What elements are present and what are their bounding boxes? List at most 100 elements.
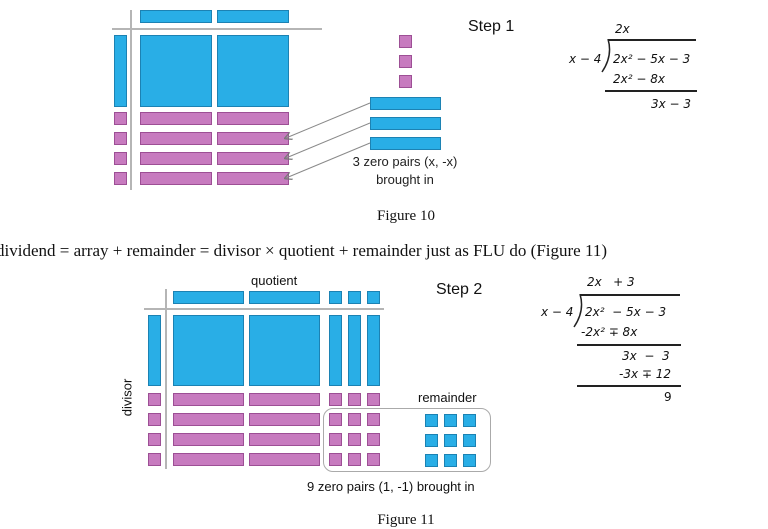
negative-unit-tile xyxy=(114,112,127,125)
annotation-line-2: brought in xyxy=(376,172,434,187)
figure-caption: Figure 10 xyxy=(377,208,435,224)
grid-line-vertical xyxy=(130,10,132,190)
subtraction-line xyxy=(605,90,697,92)
negative-unit-tile xyxy=(348,393,361,406)
dividend: 2x² − 5x − 3 xyxy=(613,52,691,66)
x-tile xyxy=(348,315,361,386)
negative-x-tile xyxy=(249,433,320,446)
negative-unit-tile xyxy=(367,413,380,426)
unit-tile xyxy=(463,434,476,447)
negative-unit-tile xyxy=(348,413,361,426)
negative-unit-tile xyxy=(114,172,127,185)
annotation-line-1: 3 zero pairs (x, -x) xyxy=(352,154,458,169)
unit-tile xyxy=(444,414,457,427)
x-tile xyxy=(329,315,342,386)
negative-unit-tile xyxy=(114,132,127,145)
division-bracket xyxy=(601,39,611,73)
negative-unit-tile xyxy=(348,453,361,466)
negative-unit-tile xyxy=(148,453,161,466)
divisor: x − 4 xyxy=(541,305,574,319)
x-tile xyxy=(140,10,212,23)
negative-x-tile xyxy=(173,433,244,446)
unit-tile xyxy=(425,454,438,467)
dividend: 2x² − 5x − 3 xyxy=(585,305,667,319)
negative-x-tile xyxy=(217,112,289,125)
negative-x-tile xyxy=(249,453,320,466)
grid-line-horizontal xyxy=(112,28,322,30)
negative-x-tile xyxy=(249,393,320,406)
quotient-label: quotient xyxy=(251,273,298,288)
figure-caption: Figure 11 xyxy=(377,512,435,528)
x-tile xyxy=(370,117,441,130)
division-bracket xyxy=(573,294,583,328)
negative-unit-tile xyxy=(329,393,342,406)
negative-x-tile xyxy=(249,413,320,426)
negative-x-tile xyxy=(173,453,244,466)
negative-unit-tile xyxy=(367,393,380,406)
negative-x-tile xyxy=(173,413,244,426)
negative-unit-tile xyxy=(148,413,161,426)
unit-tile xyxy=(329,291,342,304)
x-squared-tile xyxy=(217,35,289,107)
x-squared-tile xyxy=(173,315,244,386)
grid-line-horizontal xyxy=(144,308,384,310)
unit-tile xyxy=(463,454,476,467)
arrow xyxy=(286,102,371,138)
negative-x-tile xyxy=(140,152,212,165)
unit-tile xyxy=(367,291,380,304)
x-tile xyxy=(370,137,441,150)
negative-unit-tile xyxy=(148,393,161,406)
unit-tile xyxy=(425,434,438,447)
remainder: 9 xyxy=(664,390,672,404)
annotation: 9 zero pairs (1, -1) brought in xyxy=(307,479,475,494)
vinculum xyxy=(608,39,696,41)
remainder-label: remainder xyxy=(418,390,477,405)
product-2: -3x ∓ 12 xyxy=(619,367,672,381)
quotient: 2x + 3 xyxy=(587,275,635,289)
negative-unit-tile xyxy=(367,453,380,466)
difference: 3x − 3 xyxy=(622,349,670,363)
difference: 3x − 3 xyxy=(651,97,692,111)
unit-tile xyxy=(463,414,476,427)
unit-tile xyxy=(444,454,457,467)
x-squared-tile xyxy=(249,315,320,386)
quotient: 2x xyxy=(615,22,630,36)
negative-x-tile xyxy=(140,172,212,185)
negative-x-tile xyxy=(140,112,212,125)
unit-tile xyxy=(348,291,361,304)
annotation: 3 zero pairs (x, -x) brought in xyxy=(340,153,470,189)
x-tile xyxy=(249,291,320,304)
negative-unit-tile xyxy=(348,433,361,446)
x-tile xyxy=(148,315,161,386)
remainder-group xyxy=(323,408,491,472)
arrow xyxy=(286,122,371,158)
divisor: x − 4 xyxy=(569,52,602,66)
x-squared-tile xyxy=(140,35,212,107)
body-text: dividend = array + remainder = divisor ×… xyxy=(0,241,608,260)
negative-unit-tile xyxy=(399,35,412,48)
unit-tile xyxy=(425,414,438,427)
x-tile xyxy=(114,35,127,107)
subtraction-line xyxy=(577,385,681,387)
negative-unit-tile xyxy=(329,433,342,446)
grid-line-vertical xyxy=(165,289,167,469)
x-tile xyxy=(173,291,244,304)
negative-unit-tile xyxy=(367,433,380,446)
negative-unit-tile xyxy=(114,152,127,165)
negative-unit-tile xyxy=(399,55,412,68)
product: -2x² ∓ 8x xyxy=(581,325,638,339)
x-tile xyxy=(217,10,289,23)
negative-unit-tile xyxy=(148,433,161,446)
step-label: Step 2 xyxy=(436,281,483,298)
negative-x-tile xyxy=(173,393,244,406)
x-tile xyxy=(370,97,441,110)
negative-x-tile xyxy=(140,132,212,145)
product: 2x² − 8x xyxy=(613,72,665,86)
vinculum xyxy=(580,294,680,296)
x-tile xyxy=(367,315,380,386)
unit-tile xyxy=(444,434,457,447)
step-label: Step 1 xyxy=(468,18,515,35)
negative-unit-tile xyxy=(399,75,412,88)
arrow xyxy=(286,142,371,178)
